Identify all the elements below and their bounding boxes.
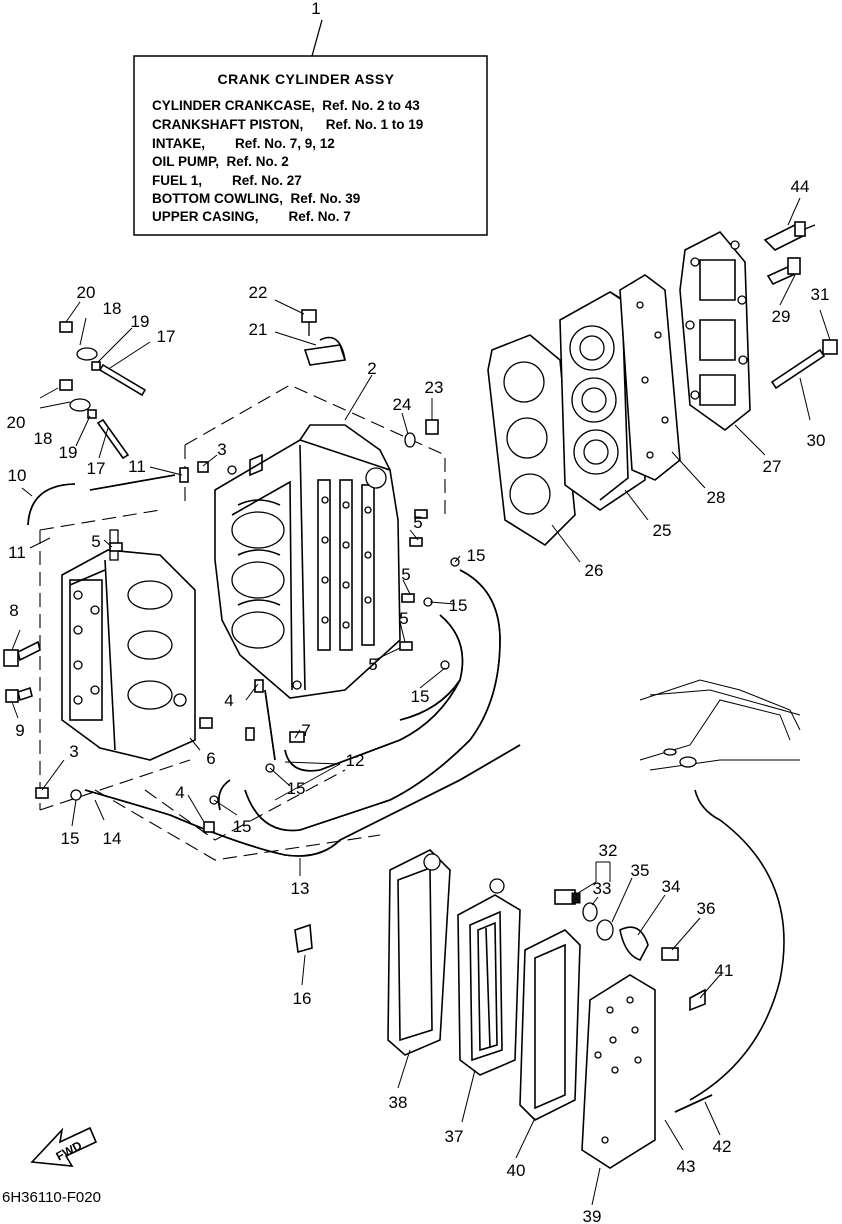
assembly-title: CRANK CYLINDER ASSY bbox=[218, 71, 395, 87]
plug-and-washer bbox=[404, 419, 439, 448]
callout-42: 42 bbox=[713, 1137, 732, 1156]
callout-17: 17 bbox=[87, 459, 106, 478]
callout-27: 27 bbox=[763, 457, 782, 476]
callout-14: 14 bbox=[103, 829, 122, 848]
head-bolts bbox=[766, 257, 838, 390]
callout-26: 26 bbox=[585, 561, 604, 580]
callout-38: 38 bbox=[389, 1093, 408, 1112]
assembly-ref-line: CRANKSHAFT PISTON, Ref. No. 1 to 19 bbox=[152, 117, 423, 132]
callout-15: 15 bbox=[467, 546, 486, 565]
leader-lines bbox=[11, 197, 831, 1206]
hoses bbox=[27, 474, 785, 1113]
assembly-box-frame bbox=[133, 55, 488, 236]
callout-37: 37 bbox=[445, 1127, 464, 1146]
callout-24: 24 bbox=[393, 395, 412, 414]
cylinder-head-cover bbox=[679, 230, 751, 432]
callout-11: 11 bbox=[8, 543, 26, 562]
callout-7: 7 bbox=[301, 721, 310, 740]
assembly-ref-line: BOTTOM COWLING, Ref. No. 39 bbox=[152, 191, 360, 206]
callout-21: 21 bbox=[249, 320, 268, 339]
callout-18: 18 bbox=[103, 299, 122, 318]
callout-36: 36 bbox=[697, 899, 716, 918]
callout-5: 5 bbox=[91, 532, 100, 551]
callout-29: 29 bbox=[772, 307, 791, 326]
callout-20: 20 bbox=[77, 283, 96, 302]
callout-3: 3 bbox=[69, 742, 78, 761]
callout-3: 3 bbox=[217, 440, 226, 459]
callout-15: 15 bbox=[61, 829, 80, 848]
crankcase-bolts bbox=[59, 321, 147, 460]
callout-19: 19 bbox=[131, 312, 150, 331]
callout-16: 16 bbox=[293, 989, 312, 1008]
callout-15: 15 bbox=[233, 817, 252, 836]
exhaust-outer-cover bbox=[581, 974, 656, 1169]
thermo-sender bbox=[763, 221, 816, 251]
anode-assembly bbox=[554, 889, 706, 1012]
callout-31: 31 bbox=[811, 285, 830, 304]
callout-numbers: 2 3 3 4 4 5 5 5 5 5 6 7 8 9 10 11 11 12 … bbox=[7, 177, 830, 1224]
callout-5: 5 bbox=[413, 513, 422, 532]
assembly-info-box: 1 CRANK CYLINDER ASSY CYLINDER CRANKCASE… bbox=[133, 0, 488, 236]
callout-41: 41 bbox=[715, 961, 734, 980]
assembly-ref-line: UPPER CASING, Ref. No. 7 bbox=[152, 209, 351, 224]
callout-40: 40 bbox=[507, 1161, 526, 1180]
callout-15: 15 bbox=[411, 687, 430, 706]
callout-44: 44 bbox=[791, 177, 810, 196]
callout-17: 17 bbox=[157, 327, 176, 346]
callout-39: 39 bbox=[583, 1207, 602, 1224]
fwd-arrow-icon bbox=[30, 1126, 98, 1167]
callout-35: 35 bbox=[631, 861, 650, 880]
cylinder-head-gasket bbox=[487, 334, 576, 547]
assembly-ref-line: OIL PUMP, Ref. No. 2 bbox=[152, 154, 289, 169]
callout-19: 19 bbox=[59, 443, 78, 462]
fwd-direction-arrow: FWD bbox=[30, 1126, 98, 1167]
exhaust-cover-gasket bbox=[519, 929, 581, 1121]
callout-8: 8 bbox=[9, 601, 18, 620]
callout-2: 2 bbox=[367, 359, 376, 378]
callout-9: 9 bbox=[15, 721, 24, 740]
callout-1: 1 bbox=[311, 0, 320, 18]
callout-13: 13 bbox=[291, 879, 310, 898]
bolts-8-9 bbox=[3, 640, 41, 703]
callout-5: 5 bbox=[401, 565, 410, 584]
callout-10: 10 bbox=[8, 466, 27, 485]
callout-18: 18 bbox=[34, 429, 53, 448]
assembly-ref-line: INTAKE, Ref. No. 7, 9, 12 bbox=[152, 136, 335, 151]
callout-32: 32 bbox=[599, 841, 618, 860]
callout-4: 4 bbox=[224, 691, 233, 710]
callout-5: 5 bbox=[399, 609, 408, 628]
exhaust-inner-cover bbox=[457, 878, 521, 1076]
callout-5: 5 bbox=[368, 655, 377, 674]
clamp bbox=[301, 309, 347, 366]
callout-20: 20 bbox=[7, 413, 26, 432]
callout-12: 12 bbox=[346, 751, 365, 770]
assembly-ref-line: FUEL 1, Ref. No. 27 bbox=[152, 173, 302, 188]
callout-23: 23 bbox=[425, 378, 444, 397]
callout-25: 25 bbox=[653, 521, 672, 540]
callout-4: 4 bbox=[175, 783, 184, 802]
exhaust-gasket bbox=[387, 849, 451, 1056]
callout-28: 28 bbox=[707, 488, 726, 507]
callout-22: 22 bbox=[249, 283, 268, 302]
leader-line bbox=[311, 19, 323, 57]
callout-11: 11 bbox=[128, 457, 146, 476]
assembly-ref-line: CYLINDER CRANKCASE, Ref. No. 2 to 43 bbox=[152, 98, 420, 113]
callout-34: 34 bbox=[662, 877, 681, 896]
callout-15: 15 bbox=[449, 596, 468, 615]
callout-6: 6 bbox=[206, 749, 215, 768]
callout-33: 33 bbox=[593, 879, 612, 898]
crankcase-half bbox=[61, 529, 196, 761]
callout-43: 43 bbox=[677, 1157, 696, 1176]
cylinder-crankcase bbox=[214, 424, 401, 699]
bottom-cowling-outline bbox=[639, 679, 801, 771]
figure-code: 6H36110-F020 bbox=[2, 1189, 101, 1206]
callout-15: 15 bbox=[287, 779, 306, 798]
callout-30: 30 bbox=[807, 431, 826, 450]
